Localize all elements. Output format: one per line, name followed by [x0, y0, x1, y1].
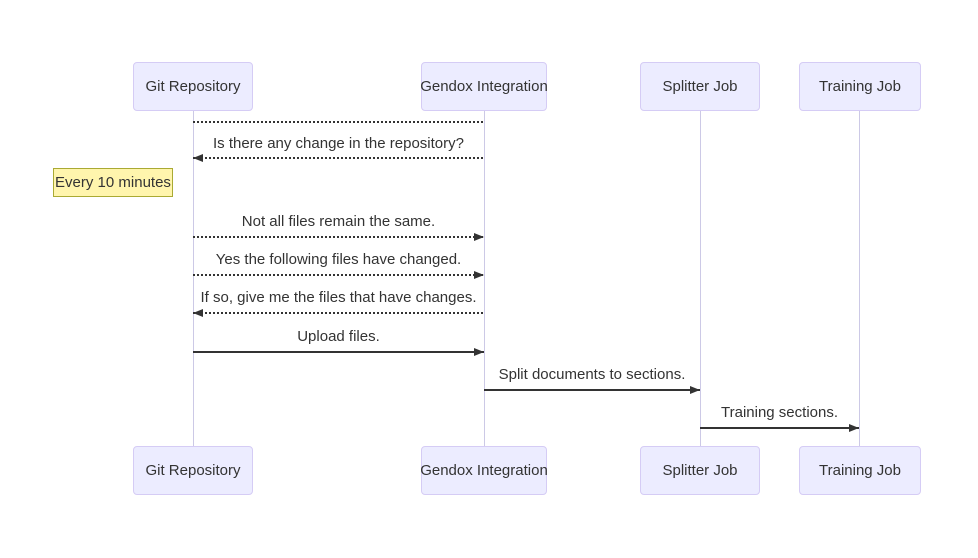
- message-line-not-all-files: [193, 236, 484, 238]
- message-line-files-have-changed: [193, 274, 484, 276]
- message-line-upload-files: [193, 351, 484, 353]
- message-text-not-all-files: Not all files remain the same.: [241, 213, 436, 230]
- lifeline-training-job: [858, 111, 860, 446]
- actor-top-gendox-integration: Gendox Integration: [420, 62, 548, 111]
- actor-top-training-job: Training Job: [799, 62, 921, 111]
- message-line-change-in-repository: [193, 157, 484, 159]
- arrowhead-right-icon: [690, 386, 700, 394]
- message-text-upload-files: Upload files.: [297, 328, 380, 345]
- message-text-split-documents: Split documents to sections.: [498, 366, 686, 383]
- message-line-give-me-files: [193, 312, 484, 314]
- actor-top-splitter-job: Splitter Job: [640, 62, 760, 111]
- arrowhead-left-icon: [193, 154, 203, 162]
- message-line-empty: [193, 121, 484, 123]
- message-line-split-documents: [484, 389, 700, 391]
- lifeline-git-repository: [192, 111, 194, 446]
- message-text-give-me-files: If so, give me the files that have chang…: [200, 289, 477, 306]
- note-every-10-minutes: Every 10 minutes: [53, 168, 173, 197]
- lifeline-splitter-job: [699, 111, 701, 446]
- arrowhead-left-icon: [193, 309, 203, 317]
- actor-top-git-repository: Git Repository: [133, 62, 253, 111]
- message-text-files-have-changed: Yes the following files have changed.: [215, 251, 462, 268]
- message-text-training-sections: Training sections.: [721, 404, 838, 421]
- message-text-change-in-repository: Is there any change in the repository?: [213, 135, 464, 152]
- actor-bottom-training-job: Training Job: [799, 446, 921, 495]
- actor-bottom-git-repository: Git Repository: [133, 446, 253, 495]
- actor-bottom-gendox-integration: Gendox Integration: [420, 446, 548, 495]
- message-line-training-sections: [700, 427, 859, 429]
- arrowhead-right-icon: [849, 424, 859, 432]
- actor-bottom-splitter-job: Splitter Job: [640, 446, 760, 495]
- arrowhead-right-icon: [474, 271, 484, 279]
- arrowhead-right-icon: [474, 348, 484, 356]
- lifeline-gendox-integration: [483, 111, 485, 446]
- arrowhead-right-icon: [474, 233, 484, 241]
